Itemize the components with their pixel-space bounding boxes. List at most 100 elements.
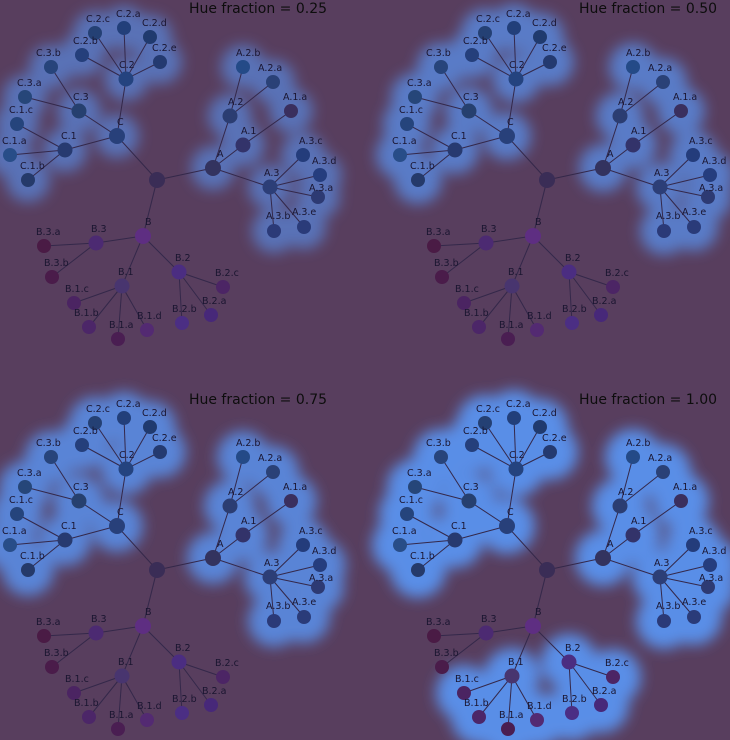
edge-B-B-2: [532, 625, 570, 663]
node-b-1-b: [472, 320, 486, 334]
edge-C-1-C-1-c: [16, 513, 66, 541]
label-b-3: B.3: [481, 614, 497, 625]
edges: [9, 27, 321, 340]
node-c-3-a: [18, 90, 32, 104]
edge-A-2-A-2-b: [619, 66, 634, 117]
node-a-3-e: [297, 610, 311, 624]
label-b-3-b: B.3.b: [44, 648, 69, 659]
label-c-1-c: C.1.c: [9, 495, 33, 506]
label-c-2: C.2: [509, 450, 525, 461]
edge-B-2-B-2-b: [568, 271, 573, 324]
label-c-2-b: C.2.b: [463, 36, 488, 47]
label-a-3-d: A.3.d: [702, 546, 726, 557]
node-a-2: [612, 108, 628, 124]
node-c-1-a: [3, 538, 17, 552]
node-a-3-a: [311, 580, 325, 594]
node-root: [539, 562, 555, 578]
label-a-2: A.2: [618, 487, 633, 498]
node-a-1: [625, 137, 641, 153]
label-c-2: C.2: [119, 60, 135, 71]
node-a-3-e: [687, 220, 701, 234]
node-c-2-b: [75, 438, 89, 452]
node-c-2-a: [507, 411, 521, 425]
node-root: [539, 172, 555, 188]
label-b-1-b: B.1.b: [464, 308, 489, 319]
node-a-3-c: [296, 538, 310, 552]
node-b-3: [88, 235, 104, 251]
label-a-3-d: A.3.d: [312, 156, 336, 167]
label-a-2-b: A.2.b: [236, 438, 260, 449]
edge-B-1-B-1-d: [121, 675, 148, 721]
label-b-2-a: B.2.a: [592, 686, 616, 697]
label-a-2: A.2: [228, 97, 243, 108]
node-a-3-a: [311, 190, 325, 204]
node-a-3-b: [267, 614, 281, 628]
edge-C-2-C-2-d: [515, 36, 541, 80]
edge-B-1-B-1-d: [121, 285, 148, 331]
edge-root-B: [532, 569, 548, 627]
label-c-2-d: C.2.d: [532, 18, 557, 29]
label-a-3-e: A.3.e: [292, 597, 316, 608]
node-b-1-d: [140, 713, 154, 727]
label-c-2-e: C.2.e: [152, 433, 177, 444]
label-a-3-b: A.3.b: [656, 211, 680, 222]
edge-root-A: [546, 557, 604, 571]
edge-C-C-2: [116, 78, 127, 137]
node-c-3-b: [434, 450, 448, 464]
edge-C-1-C-1-a: [9, 149, 66, 156]
node-b-2-c: [606, 670, 620, 684]
label-a-1: A.1: [631, 126, 646, 137]
node-c-1-a: [393, 538, 407, 552]
label-a-3-b: A.3.b: [266, 211, 290, 222]
edge-B-3-B-3-a: [433, 632, 487, 637]
node-b-2: [171, 264, 187, 280]
label-a-3: A.3: [264, 168, 279, 179]
label-c-2-a: C.2.a: [506, 399, 531, 410]
edge-C-2-C-2-b: [81, 444, 127, 470]
edge-A-A-2: [212, 115, 231, 169]
edge-C-2-C-2-d: [125, 426, 151, 470]
node-c-1-b: [411, 173, 425, 187]
node-b-1-c: [457, 686, 471, 700]
edge-B-3-B-3-b: [441, 632, 487, 668]
node-c-2-b: [75, 48, 89, 62]
panel-4: AA.1A.1.aA.2A.2.aA.2.bA.3A.3.aA.3.bA.3.c…: [372, 390, 730, 740]
edge-B-1-B-1-a: [507, 285, 513, 340]
node-a-3-a: [701, 190, 715, 204]
node-a-3: [652, 179, 668, 195]
node-c-3-b: [434, 60, 448, 74]
label-b-3-a: B.3.a: [426, 617, 450, 628]
label-b-3-a: B.3.a: [36, 227, 60, 238]
label-c-1-a: C.1.a: [392, 526, 417, 537]
node-b-1-d: [530, 323, 544, 337]
edge-A-A-3: [602, 557, 661, 578]
edge-A-2-A-2-a: [229, 471, 274, 507]
label-a-2-b: A.2.b: [236, 48, 260, 59]
label-c-1-b: C.1.b: [20, 551, 45, 562]
node-c-1-c: [10, 507, 24, 521]
edge-C-C-2: [506, 78, 517, 137]
node-c-1-c: [400, 117, 414, 131]
edge-A-2-A-2-a: [619, 81, 664, 117]
edge-B-B-2: [532, 235, 570, 273]
label-b-2-b: B.2.b: [562, 304, 587, 315]
label-b-1-b: B.1.b: [74, 308, 99, 319]
label-c-1-b: C.1.b: [410, 161, 435, 172]
edge-B-3-B-3-a: [43, 632, 97, 637]
node-a-2-a: [656, 465, 670, 479]
edge-B-B-1: [511, 625, 534, 677]
label-c-3-b: C.3.b: [36, 48, 61, 59]
node-a-1: [625, 527, 641, 543]
node-a-2-a: [266, 75, 280, 89]
label-b-2-c: B.2.c: [605, 268, 629, 279]
edge-A-2-A-2-b: [229, 456, 244, 507]
edge-C-C-1: [64, 525, 118, 541]
node-a-1-a: [284, 104, 298, 118]
node-b-3-b: [45, 660, 59, 674]
edge-C-2-C-2-a: [123, 417, 127, 470]
node-b-2-c: [216, 280, 230, 294]
node-a-3-e: [687, 610, 701, 624]
node-b-3: [478, 625, 494, 641]
label-a-1-a: A.1.a: [673, 482, 697, 493]
label-c-3: C.3: [463, 482, 479, 493]
